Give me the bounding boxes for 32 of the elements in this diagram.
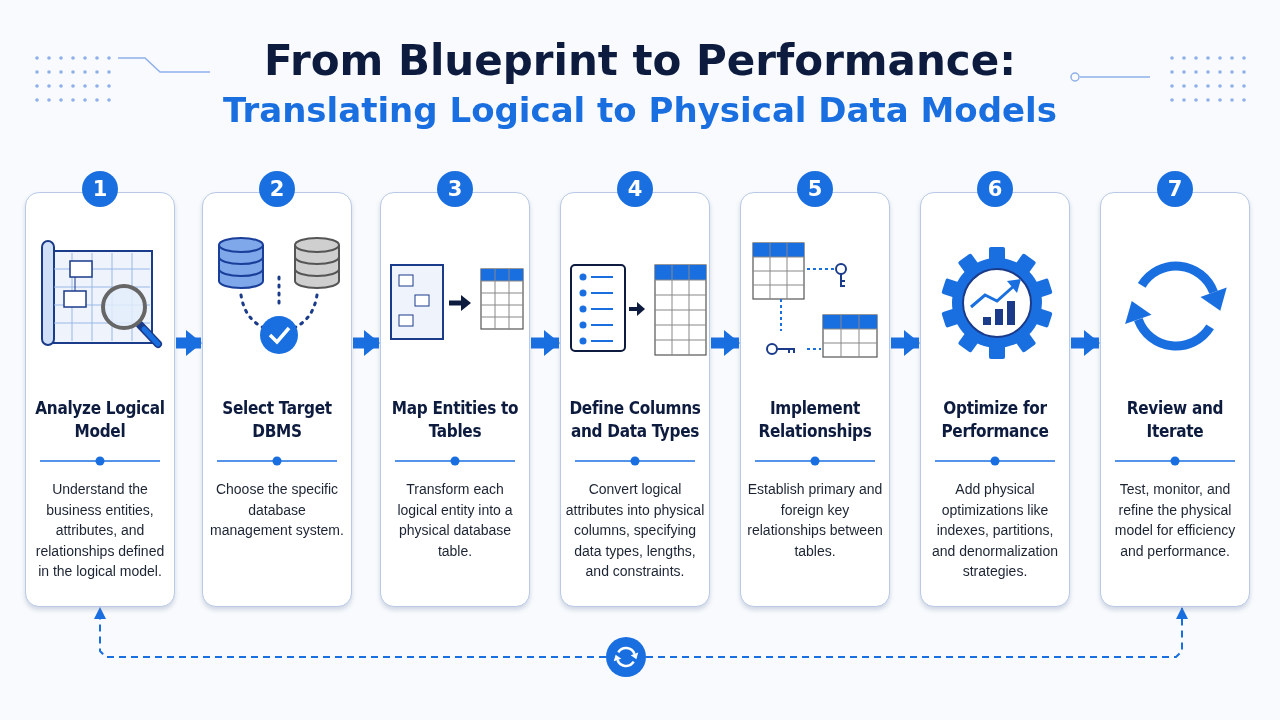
step-number-badge: 1 [82, 171, 118, 207]
step-description: Add physical optimizations like indexes, partitions, and denormalization strategies. [930, 480, 1060, 581]
step-title: Map Entities to Tables [390, 397, 520, 443]
arrow [531, 330, 560, 356]
circle-node [606, 637, 646, 677]
arrow [1071, 330, 1100, 356]
title: From Blueprint to Performance: [263, 36, 1017, 85]
subtitle: Translating Logical to Physical Data Models [223, 90, 1057, 130]
step-number-badge: 6 [977, 171, 1013, 207]
step-number-badge: 3 [437, 171, 473, 207]
step-number-badge: 4 [617, 171, 653, 207]
step-description: Convert logical attributes into physical columns, specifying data types, lengths, and constraints. [565, 480, 705, 581]
step-title: Analyze Logical Model [34, 397, 166, 443]
arrow [353, 330, 380, 356]
step-title: Define Columns and Data Types [568, 397, 702, 443]
step-title: Implement Relationships [757, 397, 873, 443]
step-number-badge: 7 [1157, 171, 1193, 207]
step-title: Review and Iterate [1125, 397, 1225, 443]
step-title: Optimize for Performance [940, 397, 1050, 443]
step-description: Test, monitor, and refine the physical model for efficiency and performance. [1113, 480, 1237, 561]
dashed-arrow [94, 607, 607, 658]
arrow [711, 330, 740, 356]
arrow [176, 330, 202, 356]
arrow [891, 330, 920, 356]
step-number-badge: 5 [797, 171, 833, 207]
step-title: Select Target DBMS [221, 397, 333, 443]
step-description: Establish primary and foreign key relationships between tables. [746, 480, 884, 561]
dashed-arrow [645, 607, 1188, 658]
step-description: Transform each logical entity into a physical database table. [396, 480, 514, 561]
step-number-badge: 2 [259, 171, 295, 207]
step-description: Understand the business entities, attributes, and relationships defined in the logical model. [34, 480, 166, 581]
step-description: Choose the specific database management system. [209, 480, 345, 540]
